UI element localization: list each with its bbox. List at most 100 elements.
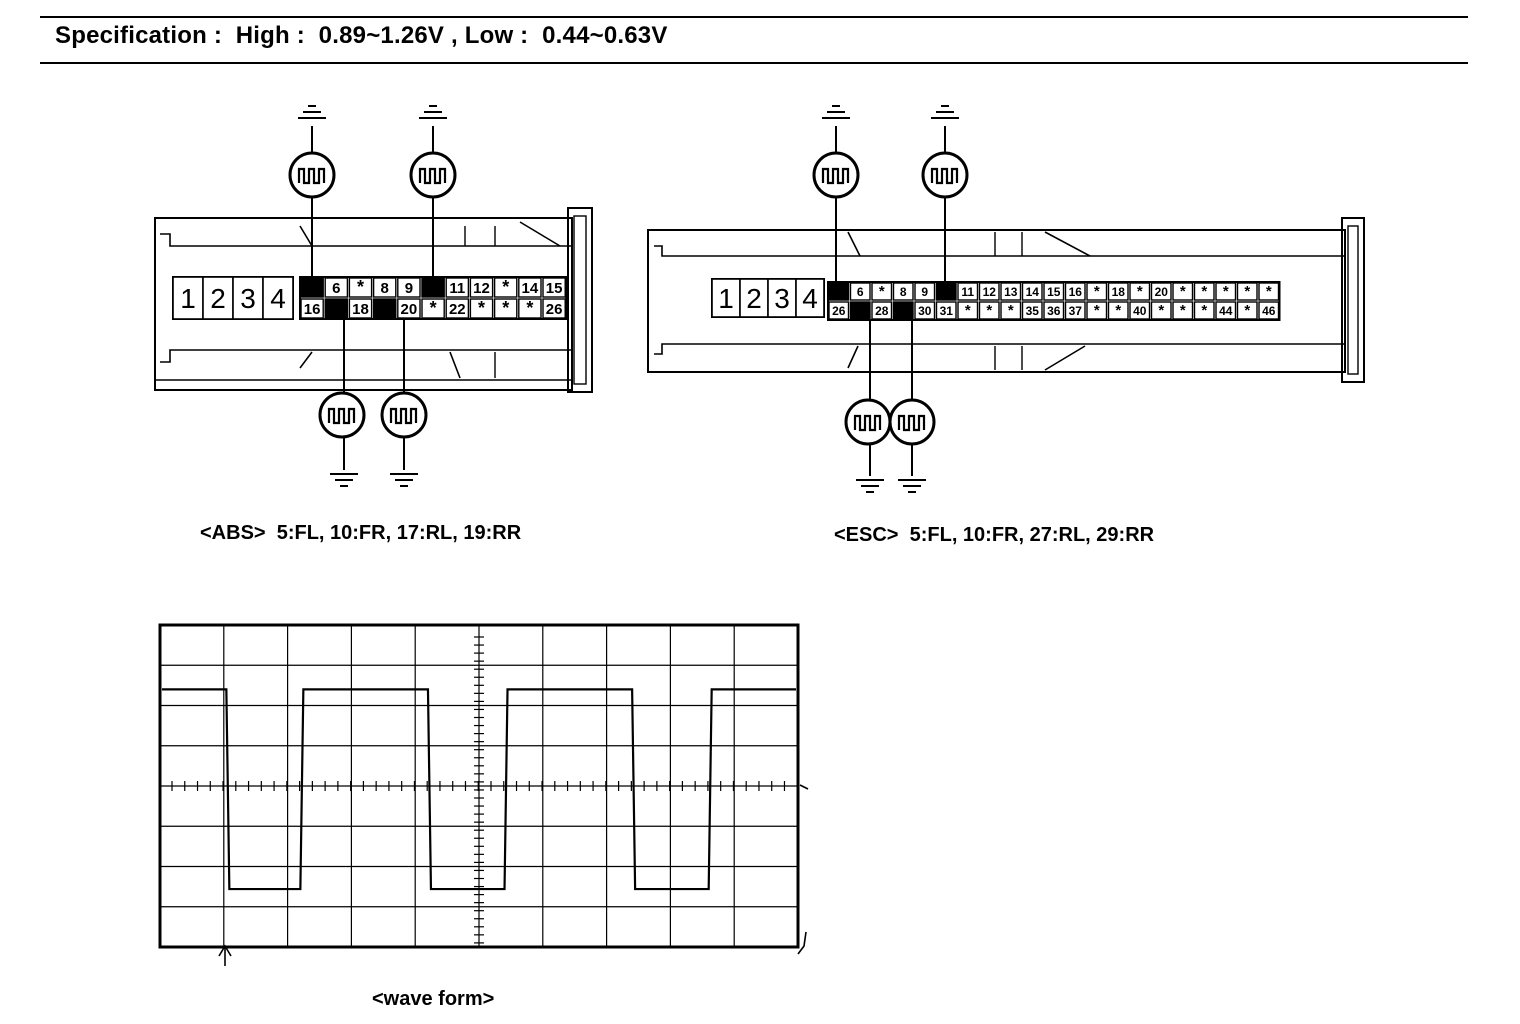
esc-probe-10 bbox=[921, 105, 969, 284]
svg-text:6: 6 bbox=[857, 285, 864, 299]
esc-pin-unused: * bbox=[1236, 282, 1258, 301]
svg-text:16: 16 bbox=[304, 301, 321, 318]
abs-pin-unused: * bbox=[518, 298, 542, 319]
abs-pin-14: 14 bbox=[518, 277, 542, 298]
svg-text:44: 44 bbox=[1219, 304, 1233, 318]
esc-pin-unused: * bbox=[1150, 301, 1172, 320]
abs-pin-20: 20 bbox=[397, 298, 421, 319]
svg-text:*: * bbox=[1180, 302, 1186, 319]
abs-pin-9: 9 bbox=[397, 277, 421, 298]
abs-big-pin-3: 3 bbox=[232, 276, 264, 320]
svg-text:15: 15 bbox=[546, 280, 563, 297]
abs-probe-19 bbox=[380, 318, 428, 487]
svg-text:31: 31 bbox=[940, 304, 954, 318]
svg-text:46: 46 bbox=[1262, 304, 1276, 318]
svg-text:22: 22 bbox=[449, 301, 466, 318]
esc-pin-16: 16 bbox=[1064, 282, 1086, 301]
esc-big-pin-2: 2 bbox=[739, 278, 769, 318]
waveform-caption: <wave form> bbox=[372, 988, 495, 1010]
svg-text:36: 36 bbox=[1047, 304, 1061, 318]
esc-pin-40: 40 bbox=[1129, 301, 1151, 320]
specification-text: Specification : High : 0.89~1.26V , Low … bbox=[55, 22, 668, 49]
esc-pin-unused: * bbox=[1236, 301, 1258, 320]
svg-text:*: * bbox=[986, 302, 992, 319]
abs-pin-6: 6 bbox=[324, 277, 349, 298]
svg-text:*: * bbox=[1158, 302, 1164, 319]
abs-probe-17 bbox=[318, 318, 366, 487]
esc-pin-probe bbox=[849, 301, 871, 320]
esc-pin-11: 11 bbox=[957, 282, 979, 301]
svg-text:18: 18 bbox=[352, 301, 369, 318]
abs-probe-5 bbox=[288, 105, 336, 278]
svg-text:40: 40 bbox=[1133, 304, 1147, 318]
esc-pin-30: 30 bbox=[914, 301, 936, 320]
svg-text:*: * bbox=[1180, 283, 1186, 300]
esc-pin-46: 46 bbox=[1258, 301, 1280, 320]
svg-text:*: * bbox=[430, 298, 437, 318]
abs-pin-18: 18 bbox=[348, 298, 373, 319]
esc-pin-unused: * bbox=[1129, 282, 1151, 301]
abs-pin-probe bbox=[372, 298, 397, 319]
esc-probe-29 bbox=[888, 320, 936, 493]
esc-big-pin-4: 4 bbox=[795, 278, 825, 318]
svg-text:*: * bbox=[965, 302, 971, 319]
esc-pin-probe bbox=[828, 282, 850, 301]
svg-text:28: 28 bbox=[875, 304, 889, 318]
abs-pin-probe bbox=[324, 298, 349, 319]
svg-text:*: * bbox=[1223, 283, 1229, 300]
esc-pin-26: 26 bbox=[828, 301, 850, 320]
esc-pin-44: 44 bbox=[1215, 301, 1237, 320]
esc-pin-unused: * bbox=[1193, 282, 1215, 301]
svg-text:*: * bbox=[502, 277, 509, 297]
abs-big-pin-2: 2 bbox=[202, 276, 234, 320]
svg-text:*: * bbox=[1266, 283, 1272, 300]
waveform-scope bbox=[158, 623, 809, 966]
svg-text:3: 3 bbox=[240, 283, 256, 314]
abs-pin-probe bbox=[421, 277, 445, 298]
esc-pin-36: 36 bbox=[1043, 301, 1065, 320]
svg-text:12: 12 bbox=[473, 280, 490, 297]
esc-pin-unused: * bbox=[1086, 301, 1108, 320]
abs-pin-unused: * bbox=[421, 298, 445, 319]
waveform-grid bbox=[160, 625, 798, 947]
svg-text:11: 11 bbox=[961, 285, 974, 299]
esc-pin-probe bbox=[935, 282, 957, 301]
abs-pin-16: 16 bbox=[300, 298, 324, 319]
svg-text:12: 12 bbox=[983, 285, 997, 299]
esc-pin-unused: * bbox=[871, 282, 893, 301]
esc-pin-unused: * bbox=[1107, 301, 1129, 320]
abs-big-pin-4: 4 bbox=[262, 276, 294, 320]
esc-big-pin-3: 3 bbox=[767, 278, 797, 318]
svg-text:1: 1 bbox=[718, 283, 734, 314]
esc-probe-5 bbox=[812, 105, 860, 284]
esc-pin-15: 15 bbox=[1043, 282, 1065, 301]
esc-pin-13: 13 bbox=[1000, 282, 1022, 301]
svg-text:20: 20 bbox=[401, 301, 418, 318]
esc-pin-8: 8 bbox=[892, 282, 914, 301]
channel-marker bbox=[797, 784, 809, 955]
waveform-trace bbox=[162, 688, 796, 891]
svg-text:16: 16 bbox=[1069, 285, 1083, 299]
svg-text:26: 26 bbox=[546, 301, 563, 318]
abs-pin-unused: * bbox=[348, 277, 373, 298]
svg-text:30: 30 bbox=[918, 304, 932, 318]
svg-text:15: 15 bbox=[1047, 285, 1061, 299]
esc-caption: <ESC> 5:FL, 10:FR, 27:RL, 29:RR bbox=[834, 524, 1155, 546]
svg-text:2: 2 bbox=[210, 283, 226, 314]
svg-text:13: 13 bbox=[1004, 285, 1018, 299]
svg-text:4: 4 bbox=[270, 283, 286, 314]
svg-text:18: 18 bbox=[1112, 285, 1126, 299]
svg-text:14: 14 bbox=[522, 280, 539, 297]
svg-text:*: * bbox=[1008, 302, 1014, 319]
abs-pin-unused: * bbox=[493, 298, 518, 319]
esc-pin-31: 31 bbox=[935, 301, 957, 320]
abs-big-pin-1: 1 bbox=[172, 276, 204, 320]
svg-text:37: 37 bbox=[1069, 304, 1083, 318]
svg-text:*: * bbox=[1137, 283, 1143, 300]
svg-text:*: * bbox=[1244, 283, 1250, 300]
esc-pin-37: 37 bbox=[1064, 301, 1086, 320]
